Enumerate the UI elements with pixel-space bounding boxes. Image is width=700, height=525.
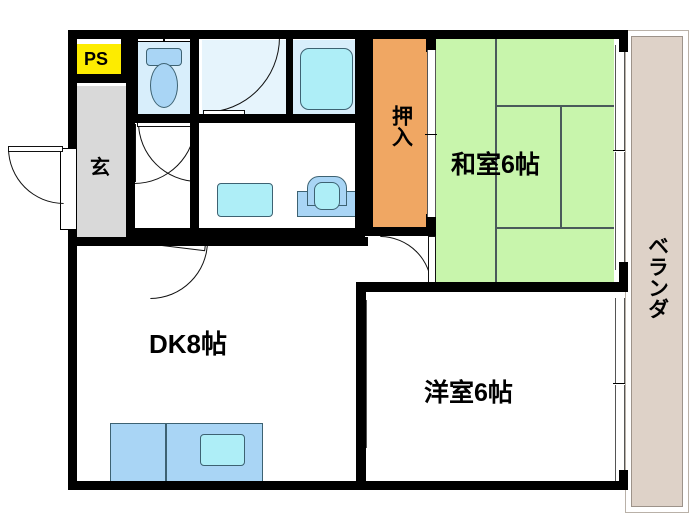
tatami-line-2 [495, 105, 614, 107]
youshitsu-area [369, 292, 614, 490]
washitsu-veranda-sash-lower [615, 152, 625, 270]
tatami-line-4 [560, 105, 562, 228]
tatami-line-3 [495, 227, 614, 229]
washing-machine-fixture [217, 183, 273, 217]
wall-corridor-bottom-2 [190, 228, 365, 237]
oshiire-sliding-door-lower [427, 135, 436, 217]
wall-bottom-dk [68, 481, 368, 490]
wall-right-mid [619, 262, 628, 292]
washitsu-veranda-sash-mark [613, 150, 625, 152]
wall-oshiire-bottom [364, 227, 436, 236]
wall-left-lower [68, 245, 77, 490]
tatami-line-1 [495, 38, 497, 282]
oshiire-area [372, 38, 428, 227]
wall-washitsu-bottom [360, 282, 628, 292]
vanity-sink-basin [314, 182, 340, 210]
youshitsu-veranda-sash-upper [615, 298, 625, 383]
wall-right-lower [619, 470, 628, 490]
kitchen-counter-left [110, 423, 166, 485]
wall-oshiire-right [426, 30, 436, 52]
ps-area [71, 44, 126, 74]
washitsu-veranda-sash-upper [615, 45, 625, 150]
youshitsu-veranda-sash-lower [615, 385, 625, 482]
wall-toilet-left [130, 30, 138, 122]
veranda-area [631, 36, 683, 507]
youshitsu-veranda-sash-mark [613, 383, 625, 385]
genkan-label: 玄 [90, 157, 110, 179]
youshitsu-label: 洋室6帖 [424, 379, 513, 407]
wall-youshitsu-left [356, 282, 366, 490]
washitsu-label: 和室6帖 [451, 151, 540, 179]
wall-corridor-left [190, 122, 199, 237]
oshiire-sliding-door-upper [427, 50, 436, 135]
genkan-area [73, 86, 127, 242]
wall-washroom-bottom [199, 114, 364, 123]
wall-bath-left [286, 39, 293, 119]
washitsu-door-leaf [428, 236, 436, 284]
bathtub-fixture [300, 48, 353, 110]
washitsu-area [436, 38, 614, 282]
oshiire-sliding-mark [425, 134, 437, 136]
wall-left-upper [68, 30, 77, 245]
oshiire-label: 押入 [389, 105, 413, 147]
wall-corridor-bottom [135, 228, 199, 237]
wall-top-outer [68, 30, 628, 39]
dk-label: DK8帖 [149, 329, 228, 359]
veranda-label: ベランダ [645, 235, 669, 319]
wall-ps-right [121, 30, 130, 83]
ps-label: PS [84, 49, 109, 69]
wall-bottom-youshitsu [360, 481, 628, 490]
wall-dk-top [68, 237, 368, 246]
wall-genkan-right [126, 83, 135, 238]
wall-ps-bottom [68, 74, 130, 83]
toilet-bowl-fixture [150, 63, 178, 108]
wall-oshiire-right-lower [426, 214, 436, 236]
wall-toilet-bottom [130, 114, 199, 123]
wall-toilet-right [190, 30, 199, 122]
wall-right-upper [619, 30, 628, 52]
wall-wetzone-right [355, 30, 364, 235]
entrance-door-leaf [8, 146, 63, 152]
kitchen-sink-basin [200, 434, 245, 466]
wall-oshiire-left [364, 30, 373, 235]
entrance-door-arc [8, 148, 64, 204]
